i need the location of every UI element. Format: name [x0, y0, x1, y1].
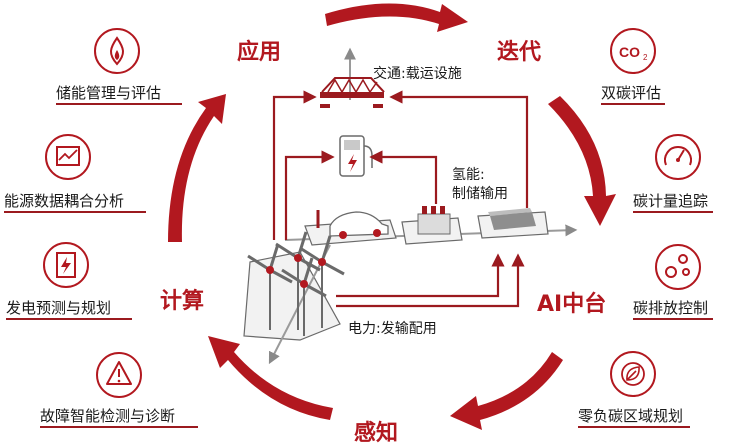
right-item-underline [633, 318, 713, 320]
right-item-label: 双碳评估 [601, 84, 662, 102]
cycle-label-perception: 感知 [354, 421, 399, 446]
right-item-label: 零负碳区域规划 [578, 407, 684, 425]
left-item-underline [4, 211, 146, 213]
right-item-underline [578, 426, 690, 428]
left-item-underline [6, 318, 132, 320]
droplet-flame-icon [94, 28, 140, 74]
charging-station-icon [339, 135, 373, 177]
cycle-label-computing: 计算 [160, 289, 205, 314]
lightning-panel-icon [43, 242, 89, 288]
data-chart-icon [45, 134, 91, 180]
bridge-icon [320, 77, 385, 108]
right-item-underline [601, 103, 665, 105]
cycle-arrows [168, 3, 616, 430]
cycle-arrow-top [325, 3, 468, 32]
cycle-label-application: 应用 [237, 40, 282, 65]
car-icon [316, 210, 389, 239]
wind-turbines-icon [247, 231, 345, 336]
cycle-arrow-right [548, 96, 616, 226]
left-item-label: 故障智能检测与诊断 [40, 407, 176, 425]
svg-text:2: 2 [643, 53, 648, 62]
left-item-label: 发电预测与规划 [6, 299, 112, 317]
cycle-label-iteration: 迭代 [497, 40, 542, 65]
bubbles-icon [655, 244, 701, 290]
right-item-label: 碳排放控制 [633, 299, 709, 317]
traffic-label: 交通:载运设施 [373, 66, 462, 82]
power-label: 电力:发输配用 [348, 321, 437, 337]
right-item-underline [633, 211, 713, 213]
left-item-underline [56, 103, 182, 105]
svg-text:CO: CO [619, 44, 640, 60]
pipeline-box-icon [488, 208, 536, 230]
warning-triangle-icon [96, 352, 142, 398]
cycle-arrow-bottom-right [450, 352, 563, 430]
hydrogen-label-line2: 制储输用 [452, 186, 508, 202]
co2-icon: CO 2 [610, 28, 656, 74]
cycle-arrow-left [168, 94, 226, 242]
hydrogen-label-line1: 氢能: [452, 167, 485, 183]
left-item-label: 储能管理与评估 [56, 84, 162, 102]
side-icons: CO 2 [43, 28, 701, 398]
cycle-arrow-bottom-left [208, 336, 333, 420]
left-item-underline [40, 426, 198, 428]
leaf-icon [610, 351, 656, 397]
center-flow-arrows [272, 90, 529, 308]
hydrogen-tank-icon [417, 206, 451, 235]
gauge-icon [655, 134, 701, 180]
cycle-label-ai-platform: AI中台 [537, 292, 607, 317]
left-item-label: 能源数据耦合分析 [4, 192, 125, 210]
right-item-label: 碳计量追踪 [633, 192, 709, 210]
